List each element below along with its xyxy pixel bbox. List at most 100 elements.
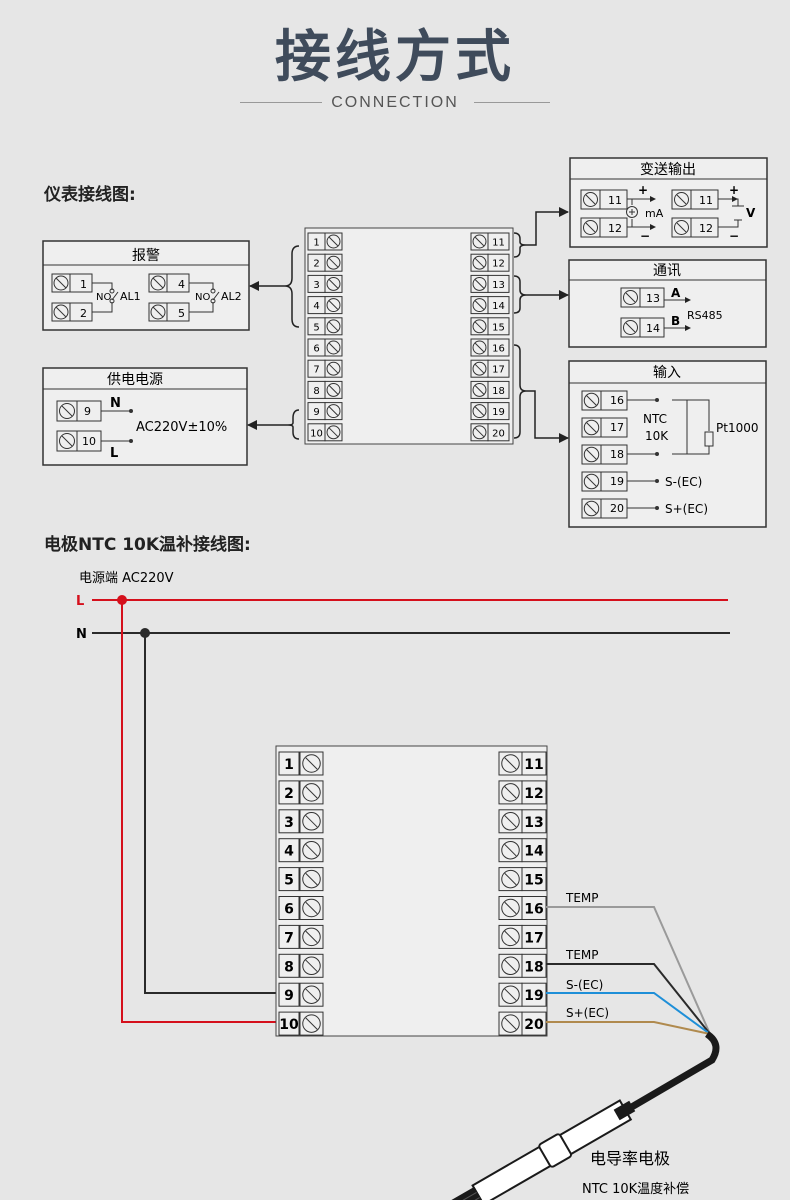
connector-arrows xyxy=(247,207,569,443)
controller-terminal-label: 4 xyxy=(284,844,294,860)
instrument-terminal-8: 8 xyxy=(307,380,343,399)
power-n: N xyxy=(110,396,121,411)
transmit-minus1: − xyxy=(640,229,650,243)
instrument-terminal-label: 12 xyxy=(492,259,505,270)
instrument-terminal-label: 13 xyxy=(492,280,505,291)
controller-terminal-label: 12 xyxy=(524,786,543,802)
comm-title: 通讯 xyxy=(653,263,681,279)
input-s-minus: S-(EC) xyxy=(665,475,702,489)
instrument-terminal-label: 17 xyxy=(492,365,505,376)
instrument-terminal-14: 14 xyxy=(470,296,510,315)
alarm-t1: 1 xyxy=(80,278,87,291)
alarm-no2: NO xyxy=(195,292,210,303)
ntc-heading: 电极NTC 10K温补接线图: xyxy=(44,535,251,555)
alarm-t2: 2 xyxy=(80,307,87,320)
alarm-box: 报警 1 2 NO AL1 4 5 NO AL2 xyxy=(42,240,250,331)
instrument-terminal-label: 6 xyxy=(313,344,319,355)
controller-terminal-6: 6 xyxy=(278,896,324,920)
transmit-t12b: 12 xyxy=(699,222,713,235)
alarm-no1: NO xyxy=(96,292,111,303)
input-ntc-value: 10K xyxy=(645,429,669,443)
instrument-terminal-7: 7 xyxy=(307,359,343,378)
transmit-title: 变送输出 xyxy=(640,162,696,178)
comm-t14: 14 xyxy=(646,322,660,335)
power-t9: 9 xyxy=(84,405,91,418)
input-t16: 16 xyxy=(610,394,624,407)
instrument-terminal-20: 20 xyxy=(470,423,510,442)
controller-terminal-label: 8 xyxy=(284,959,294,975)
instrument-terminal-3: 3 xyxy=(307,274,343,293)
input-terminal-20 xyxy=(581,498,628,519)
transmit-minus2: − xyxy=(729,229,739,243)
power-t10: 10 xyxy=(82,435,96,448)
comm-terminal-14 xyxy=(620,317,665,338)
input-s-plus: S+(EC) xyxy=(665,502,708,516)
controller-terminal-14: 14 xyxy=(498,838,547,863)
input-t18: 18 xyxy=(610,448,624,461)
controller-terminal-label: 19 xyxy=(524,988,543,1004)
controller-terminal-7: 7 xyxy=(278,924,324,949)
instrument-terminal-11: 11 xyxy=(470,232,510,251)
instrument-terminal-label: 18 xyxy=(492,386,505,397)
instrument-terminal-label: 19 xyxy=(492,407,505,418)
controller-terminal-15: 15 xyxy=(498,867,547,892)
transmit-ma: mA xyxy=(645,207,664,220)
wiring-power-label: 电源端 AC220V xyxy=(79,571,174,586)
instrument-terminal-label: 3 xyxy=(313,280,319,291)
controller-terminal-label: 16 xyxy=(524,902,543,918)
power-title: 供电电源 xyxy=(107,372,163,388)
instrument-terminal-label: 4 xyxy=(313,301,319,312)
controller-terminal-8: 8 xyxy=(278,953,324,978)
input-ntc: NTC xyxy=(643,412,667,426)
alarm-title: 报警 xyxy=(132,248,160,264)
controller-terminal-label: 15 xyxy=(524,873,543,889)
comm-a: A xyxy=(671,286,681,300)
instrument-terminal-label: 9 xyxy=(313,407,319,418)
page-title: 接线方式 xyxy=(275,25,515,90)
probe-sub: NTC 10K温度补偿 xyxy=(582,1181,689,1197)
controller-terminal-label: 11 xyxy=(524,757,543,773)
controller-terminal-label: 10 xyxy=(279,1017,299,1033)
comm-terminal-13 xyxy=(620,287,665,308)
subtitle-left-rule xyxy=(240,102,322,103)
probe-wires xyxy=(546,906,711,1035)
input-t17: 17 xyxy=(610,421,624,434)
controller-terminal-label: 9 xyxy=(284,988,294,1004)
instrument-terminal-13: 13 xyxy=(470,274,510,293)
page-subtitle: CONNECTION xyxy=(331,94,459,111)
instrument-terminal-label: 2 xyxy=(313,259,319,270)
controller-terminal-9: 9 xyxy=(278,982,324,1007)
input-box: 输入 16 17 18 19 20 NTC 10K Pt1000 S-(EC) … xyxy=(568,360,767,528)
instrument-terminal-12: 12 xyxy=(470,253,510,272)
instrument-terminal-label: 10 xyxy=(310,428,323,439)
instrument-terminal-label: 1 xyxy=(313,238,319,249)
controller-terminal-label: 1 xyxy=(284,757,294,773)
controller-terminal-label: 17 xyxy=(524,930,543,946)
instrument-terminal-label: 20 xyxy=(492,428,505,439)
controller-terminal-label: 14 xyxy=(524,844,544,860)
instrument-terminal-label: 8 xyxy=(313,386,319,397)
alarm-t4: 4 xyxy=(178,278,185,291)
instrument-terminal-label: 15 xyxy=(492,322,505,333)
wire-label-s-minus: S-(EC) xyxy=(566,978,603,992)
instrument-heading: 仪表接线图: xyxy=(44,185,136,205)
transmit-t11a: 11 xyxy=(608,194,622,207)
instrument-terminal-15: 15 xyxy=(470,317,510,336)
power-voltage: AC220V±10% xyxy=(136,420,227,435)
comm-t13: 13 xyxy=(646,292,660,305)
transmit-box: 变送输出 11 12 + − mA 11 12 + − V xyxy=(569,157,768,248)
transmit-t12a: 12 xyxy=(608,222,622,235)
instrument-terminal-label: 11 xyxy=(492,238,505,249)
wire-label-s-plus: S+(EC) xyxy=(566,1006,609,1020)
power-box: 供电电源 9 10 N L AC220V±10% xyxy=(42,367,248,466)
transmit-t11b: 11 xyxy=(699,194,713,207)
transmit-plus1: + xyxy=(638,183,648,197)
controller-terminal-5: 5 xyxy=(278,867,324,892)
subtitle-right-rule xyxy=(474,102,550,103)
controller-terminal-4: 4 xyxy=(278,838,324,863)
probe-label: 电导率电极 xyxy=(590,1149,670,1168)
power-lines xyxy=(92,595,730,1023)
instrument-terminal-label: 7 xyxy=(313,365,319,376)
input-t20: 20 xyxy=(610,502,624,515)
